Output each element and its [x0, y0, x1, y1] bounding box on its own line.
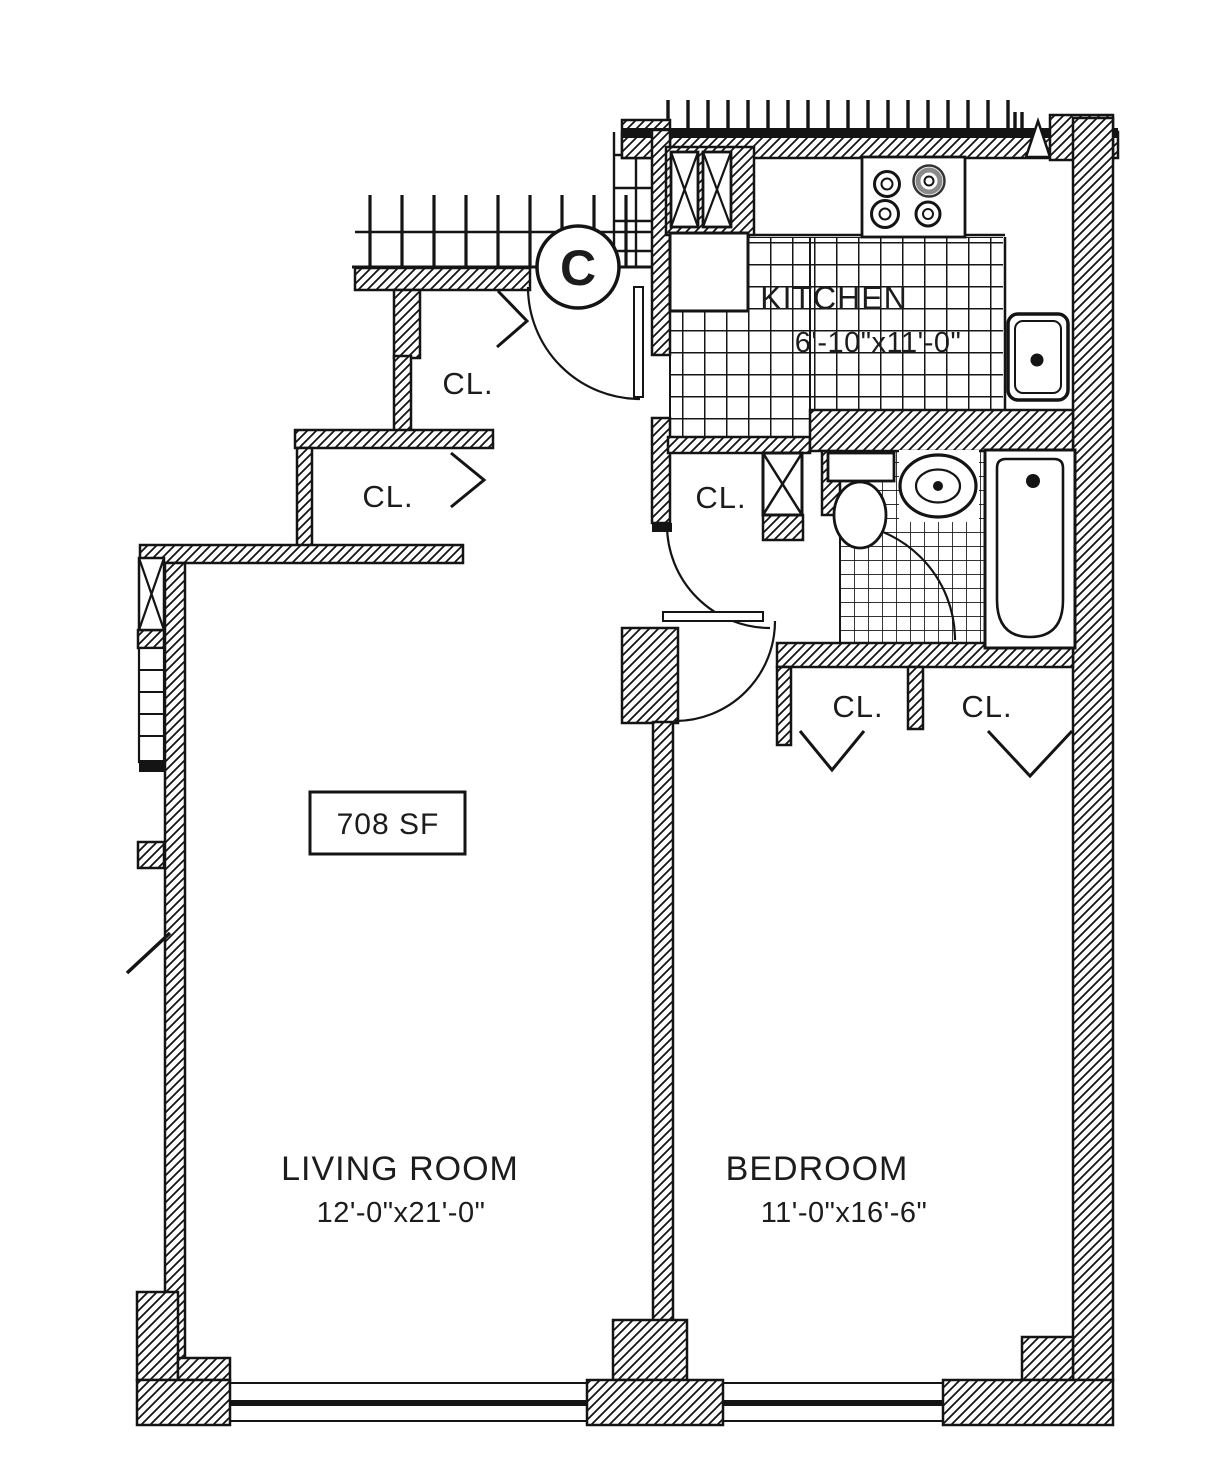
bedroom-door-leaf: [662, 611, 764, 622]
livingroom-dims: 12'-0"x21'-0": [317, 1197, 486, 1229]
bedroom-dims: 11'-0"x16'-6": [761, 1197, 928, 1229]
wall-mid-step: [611, 1318, 689, 1382]
kitchen-tile-floor: [809, 236, 1006, 411]
fridge-x-glyph: [669, 151, 700, 228]
wall-left-nub: [136, 840, 166, 870]
wall-bath-stub: [761, 513, 805, 542]
living-closet-door: [450, 451, 487, 509]
wall-pier-bottomleft: [135, 1290, 180, 1382]
wall-bedroom-column: [620, 626, 680, 725]
area-badge: 708 SF: [337, 808, 440, 841]
closet-label-hall: CL.: [695, 480, 746, 515]
closet-label-living: CL.: [362, 479, 413, 514]
livingroom-name: LIVING ROOM: [281, 1150, 519, 1188]
window-ladder-sill: [139, 760, 164, 772]
wall-right-step: [1020, 1335, 1075, 1382]
wall-hall-left: [650, 416, 672, 525]
wall-closet2-left: [295, 446, 314, 548]
wall-closet2-top: [293, 428, 495, 450]
wall-base-mid: [585, 1378, 725, 1427]
window-x-glyph: [137, 557, 166, 631]
hall-x-glyph: [761, 452, 804, 516]
wall-pier-step: [176, 1356, 232, 1382]
window-bedroom: [723, 1382, 943, 1422]
core-letter: C: [560, 240, 596, 296]
bedroom-closet-door-right: [986, 729, 1074, 779]
core-circle: [535, 224, 621, 310]
wall-notch: [1024, 117, 1052, 159]
window-livingroom: [230, 1382, 587, 1422]
wall-cap: [652, 523, 672, 532]
foyer-closet-door: [496, 289, 530, 349]
toilet-icon: [826, 451, 896, 550]
kitchen-dims: 6'-10"x11'-0": [795, 327, 962, 359]
window-ladder-rungs: [139, 669, 164, 737]
wall-divider: [651, 720, 675, 1324]
bathtub-icon: [983, 448, 1077, 650]
wall-bath-top: [808, 408, 1075, 453]
windows: [137, 556, 943, 1422]
oven-x-glyph: [701, 151, 733, 228]
wall-base-right: [941, 1378, 1115, 1427]
stove-icon: [860, 155, 967, 239]
closet-label-bedroom-left: CL.: [832, 689, 883, 724]
entry-door-arc: [526, 286, 641, 401]
bedroom-closet-door-left: [798, 730, 866, 773]
closet-label-bedroom-right: CL.: [961, 689, 1012, 724]
closet-label-foyer: CL.: [442, 366, 493, 401]
wall-closet-left: [775, 665, 793, 747]
fixtures: [664, 145, 1077, 650]
kitchen-name: KITCHEN: [760, 280, 907, 316]
hall-closet-door-arc: [665, 524, 771, 630]
wall-left: [163, 561, 187, 1382]
wall-break-mark: [125, 931, 172, 975]
wall-closet1-leg: [392, 288, 422, 360]
top-railing-ticks: [666, 100, 1024, 133]
bathroom-sink-icon: [898, 450, 979, 522]
area-badge-box: [308, 790, 467, 856]
kitchen-sink-icon: [1006, 312, 1070, 402]
bedroom-door-arc: [674, 620, 777, 723]
wall-right: [1071, 116, 1115, 1382]
entry-door-leaf: [633, 286, 644, 398]
wall-livingroom-top: [138, 543, 465, 565]
wall-closet1-leg: [392, 354, 413, 438]
wall-entry-top: [353, 266, 532, 292]
wall-closet-divider: [906, 665, 925, 731]
wall-kitchen-bottom: [666, 435, 812, 455]
wall-base-left: [135, 1378, 232, 1427]
bedroom-name: BEDROOM: [726, 1150, 909, 1188]
kitchen-cabinet-box: [668, 231, 750, 313]
labels: KITCHEN 6'-10"x11'-0" CL. CL. CL. CL. CL…: [281, 280, 1012, 1229]
wall-left-piece: [136, 628, 166, 650]
wall-top-band: [622, 128, 1118, 138]
window-ladder: [137, 646, 166, 764]
